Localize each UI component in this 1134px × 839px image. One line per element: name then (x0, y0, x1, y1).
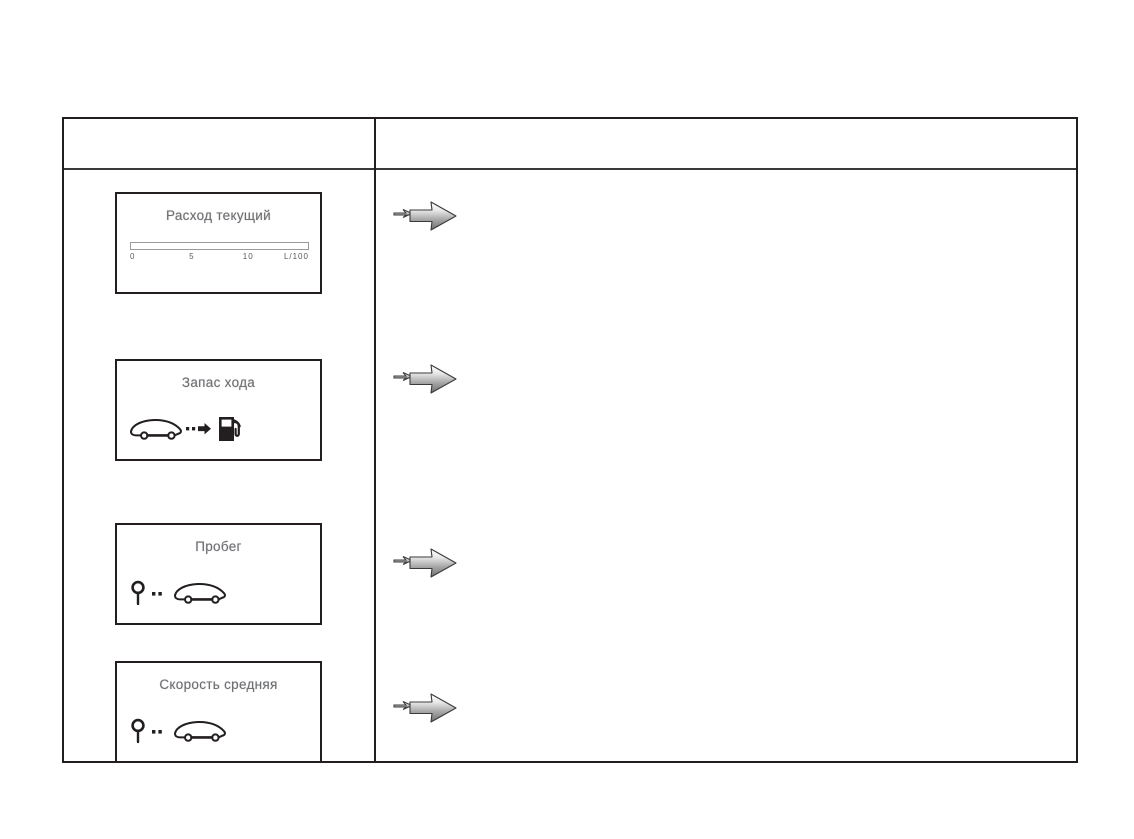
table-cell-description (376, 507, 1076, 647)
table-row: Пробег (64, 507, 1076, 647)
scale-bar-track (130, 242, 309, 250)
arrow-right-icon (390, 543, 462, 583)
table-header-cell-display (64, 119, 374, 168)
car-icon (171, 719, 229, 748)
table-header-cell-description (376, 119, 1076, 168)
consumption-scale: 0 5 10 L/100 (130, 242, 309, 270)
info-table: Расход текущий 0 5 10 L/100 (62, 117, 1078, 763)
car-icon (128, 417, 184, 446)
scale-tick-labels: 0 5 10 L/100 (130, 252, 309, 266)
table-column-divider (374, 119, 376, 761)
scale-tick-5: 5 (189, 252, 195, 261)
table-row: Расход текущий 0 5 10 L/100 (64, 170, 1076, 342)
table-cell-display: Пробег (64, 507, 374, 647)
table-cell-description (376, 342, 1076, 507)
arrow-right-icon (390, 196, 462, 236)
table-cell-display: Расход текущий 0 5 10 L/100 (64, 170, 374, 342)
scale-tick-10: 10 (242, 252, 254, 261)
table-cell-description (376, 170, 1076, 342)
range-icon-group (128, 414, 243, 448)
table-cell-description (376, 647, 1076, 812)
arrow-right-icon (390, 688, 462, 728)
table-header-row (64, 119, 1076, 170)
dots-icon (151, 724, 167, 742)
scale-tick-unit: L/100 (283, 252, 309, 261)
arrow-right-icon (390, 359, 462, 399)
location-pin-icon (128, 717, 148, 750)
fuel-pump-icon (217, 415, 243, 448)
lcd-title: Запас хода (181, 375, 256, 390)
table-cell-display: Скорость средняя (64, 647, 374, 812)
table-body: Расход текущий 0 5 10 L/100 (64, 170, 1076, 763)
dots-icon (151, 586, 167, 604)
table-row: Запас хода (64, 342, 1076, 507)
location-pin-icon (128, 579, 148, 612)
display-trip-distance[interactable]: Пробег (115, 523, 322, 625)
table-row: Скорость средняя (64, 647, 1076, 812)
display-average-speed[interactable]: Скорость средняя (115, 661, 322, 763)
table-cell-display: Запас хода (64, 342, 374, 507)
display-current-consumption[interactable]: Расход текущий 0 5 10 L/100 (115, 192, 322, 294)
display-driving-range[interactable]: Запас хода (115, 359, 322, 461)
lcd-title: Расход текущий (166, 208, 271, 223)
trip-icon-group (128, 578, 229, 612)
car-icon (171, 581, 229, 610)
scale-tick-0: 0 (130, 252, 136, 261)
lcd-title: Скорость средняя (159, 677, 278, 692)
average-speed-icon-group (128, 716, 229, 750)
dotted-arrow-icon (186, 422, 212, 441)
lcd-title: Пробег (195, 539, 242, 554)
